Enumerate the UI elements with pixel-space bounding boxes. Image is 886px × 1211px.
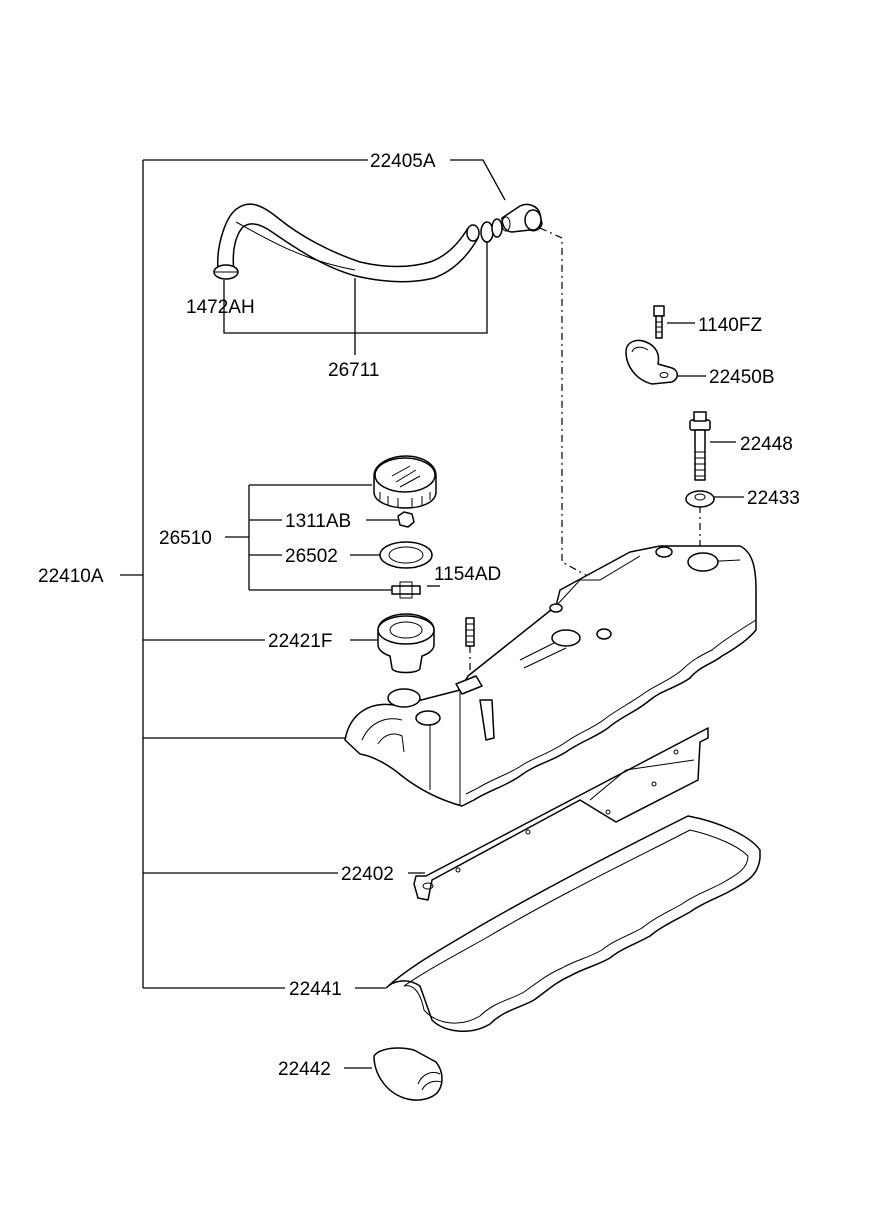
baffle-plate: [413, 727, 709, 901]
breather-hose: [217, 203, 480, 283]
label-22410A: 22410A: [38, 566, 104, 587]
label-1472AH: 1472AH: [186, 297, 255, 318]
label-1311AB: 1311AB: [285, 511, 351, 532]
label-22448: 22448: [740, 434, 793, 455]
label-22421F: 22421F: [268, 631, 332, 652]
hose-clip-right: [480, 218, 503, 243]
clamp-22450b: [625, 339, 678, 385]
cap-clip: [391, 581, 421, 599]
oil-filler-cap: [373, 455, 437, 509]
hose-clip-left: [213, 264, 239, 280]
label-22405A: 22405A: [370, 151, 436, 172]
label-26711: 26711: [328, 360, 379, 381]
stud-1154ad: [465, 617, 475, 647]
pcv-elbow: [501, 203, 543, 233]
label-22450B: 22450B: [709, 367, 775, 388]
half-moon-seal: [373, 1047, 443, 1101]
washer-22433: [685, 490, 715, 508]
label-1140FZ: 1140FZ: [698, 315, 762, 336]
bolt-22448: [689, 411, 711, 481]
rocker-cover: [344, 545, 757, 807]
part-labels: 22405A 1472AH 26711 1140FZ 22450B 22448 …: [38, 150, 800, 1080]
cover-gasket: [385, 815, 761, 1032]
label-22441: 22441: [289, 979, 342, 1000]
label-22402: 22402: [341, 864, 394, 885]
cap-gasket-26502: [379, 541, 433, 569]
label-1154AD: 1154AD: [434, 564, 501, 585]
label-26502: 26502: [285, 546, 338, 567]
label-22433: 22433: [747, 488, 800, 509]
label-22442: 22442: [278, 1059, 331, 1080]
nut-1311ab: [397, 511, 415, 528]
leader-lines: [120, 159, 744, 1069]
oil-filler-neck: [377, 613, 435, 674]
label-26510: 26510: [159, 528, 212, 549]
bolt-1140fz: [653, 305, 665, 339]
